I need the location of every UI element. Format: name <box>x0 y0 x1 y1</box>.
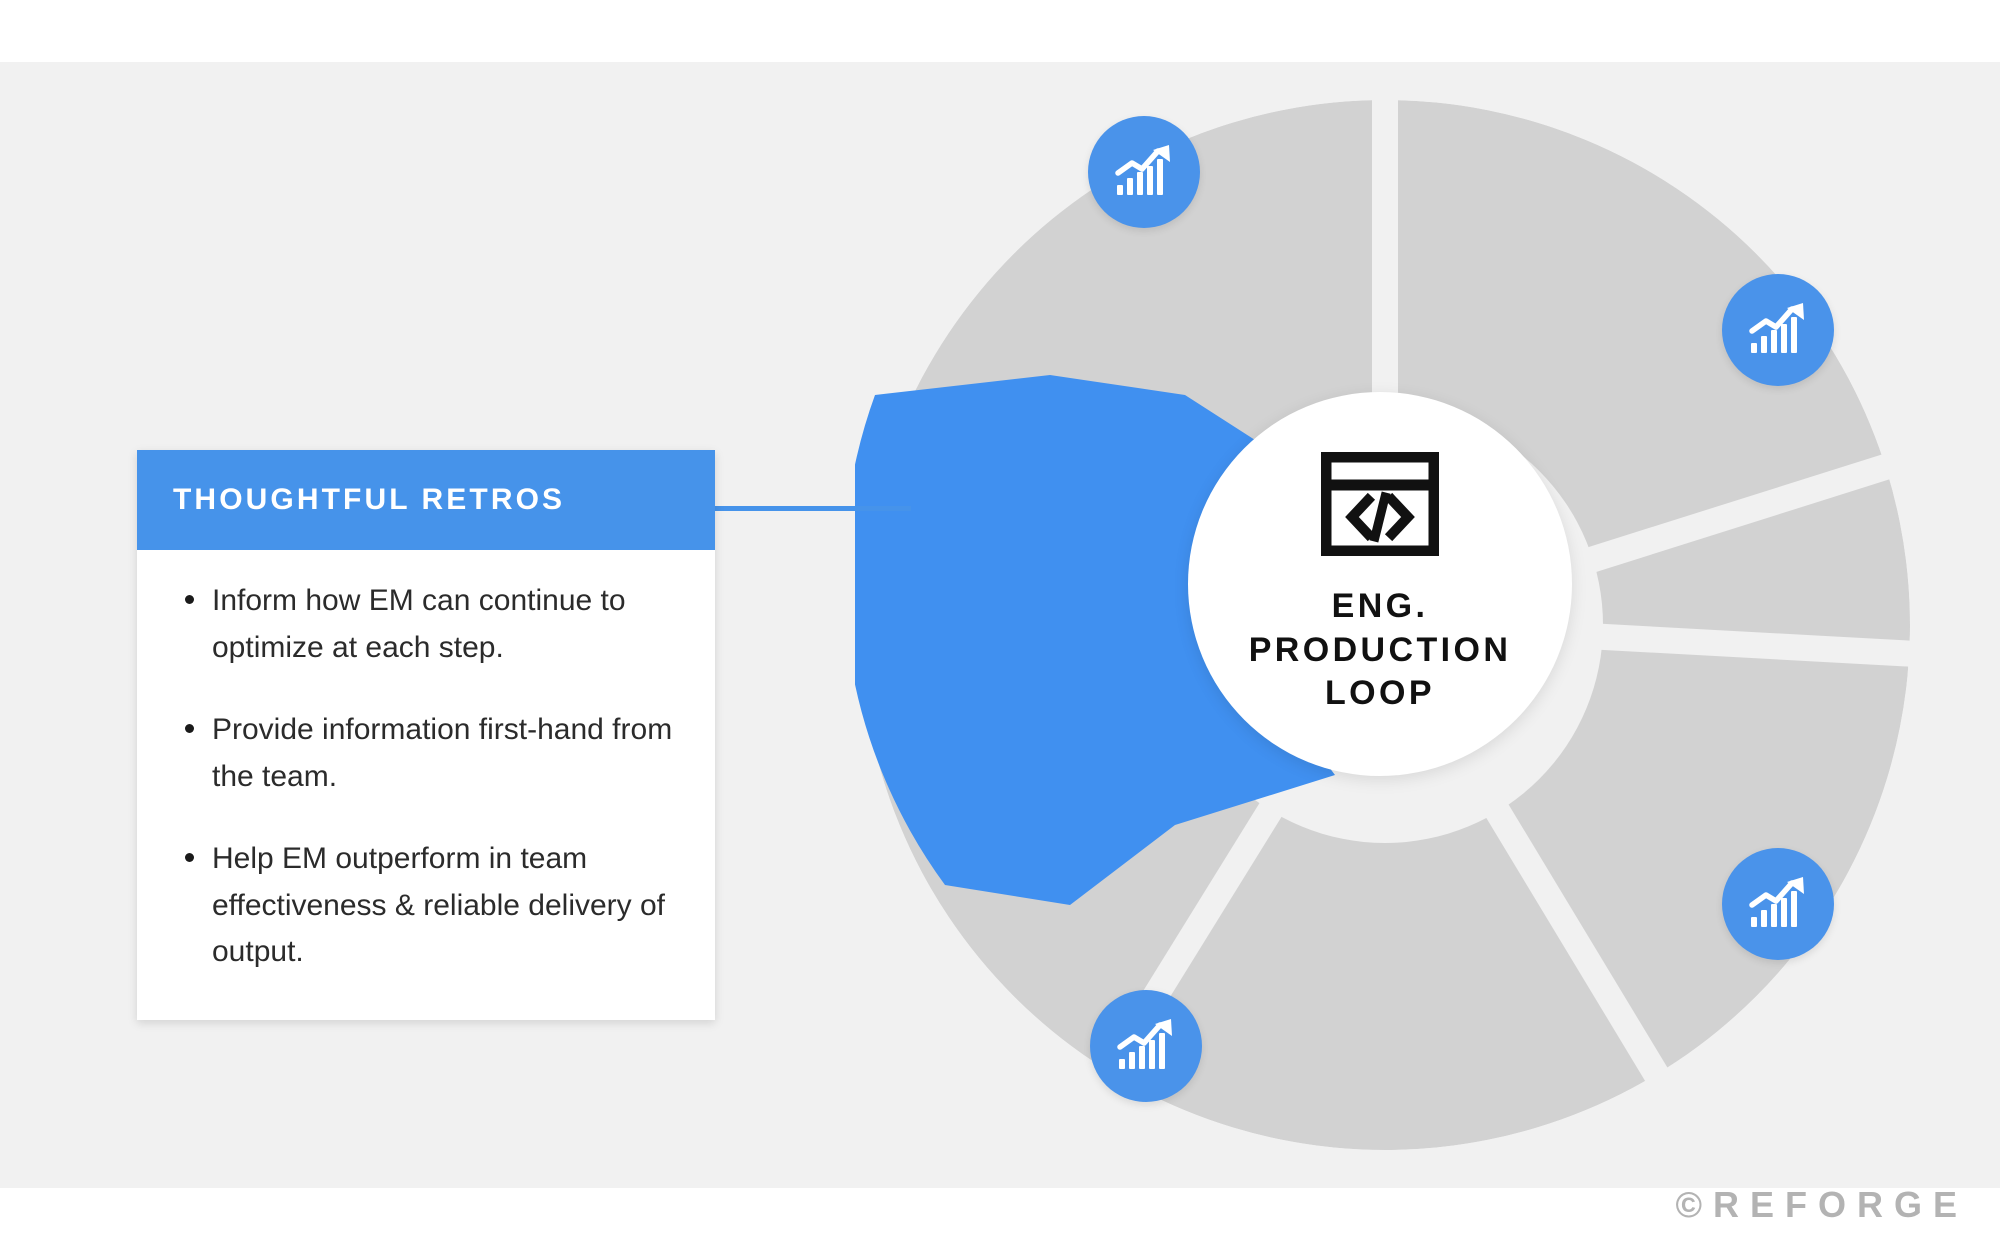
list-item: Inform how EM can continue to optimize a… <box>171 578 681 671</box>
bullet-dot-icon <box>185 724 194 733</box>
growth-chart-badge-3[interactable] <box>1722 848 1834 960</box>
bullet-text: Provide information first-hand from the … <box>212 713 673 793</box>
growth-chart-icon <box>1115 1015 1177 1078</box>
card-to-segment-connector <box>714 506 911 511</box>
center-hub: ENG. PRODUCTION LOOP <box>1188 392 1572 776</box>
reforge-watermark: ©REFORGE <box>1675 1184 1968 1225</box>
growth-chart-icon <box>1747 299 1809 362</box>
bullet-dot-icon <box>185 853 194 862</box>
bullet-text: Help EM outperform in team effectiveness… <box>212 842 666 968</box>
list-item: Help EM outperform in team effectiveness… <box>171 836 681 976</box>
hub-label: ENG. PRODUCTION LOOP <box>1249 585 1512 716</box>
hub-label-line-1: ENG. <box>1331 587 1429 626</box>
thoughtful-retros-card: THOUGHTFUL RETROS Inform how EM can cont… <box>137 450 715 1020</box>
list-item: Provide information first-hand from the … <box>171 707 681 800</box>
growth-chart-icon <box>1747 873 1809 936</box>
card-body: Inform how EM can continue to optimize a… <box>137 550 715 1020</box>
card-header: THOUGHTFUL RETROS <box>137 450 715 550</box>
hub-label-line-2: PRODUCTION <box>1248 630 1512 669</box>
growth-chart-badge-4[interactable] <box>1090 990 1202 1102</box>
growth-chart-icon <box>1113 141 1175 204</box>
bullet-text: Inform how EM can continue to optimize a… <box>212 584 626 664</box>
card-title: THOUGHTFUL RETROS <box>173 483 566 516</box>
growth-chart-badge-2[interactable] <box>1722 274 1834 386</box>
growth-chart-badge-1[interactable] <box>1088 116 1200 228</box>
hub-label-line-3: LOOP <box>1325 674 1435 713</box>
code-window-icon <box>1320 451 1440 561</box>
bullet-dot-icon <box>185 595 194 604</box>
